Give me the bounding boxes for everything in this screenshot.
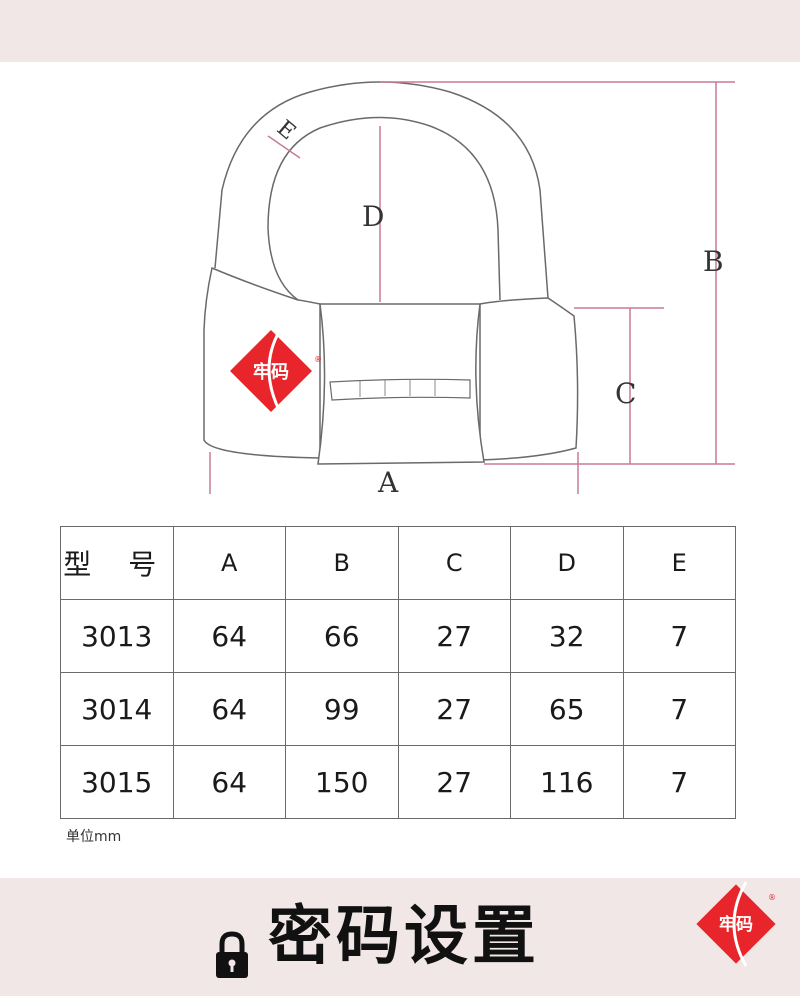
cell-d: 116: [510, 745, 624, 819]
spec-table: 型 号 A B C D E 3013 64 66 27 32 7 3014 64…: [60, 526, 736, 819]
cell-e: 7: [622, 599, 736, 673]
table-row: 3015 64 150 27 116 7: [60, 745, 736, 819]
header-a: A: [172, 526, 286, 600]
table-header-row: 型 号 A B C D E: [60, 526, 736, 600]
header-e: E: [622, 526, 736, 600]
shackle-outline: [214, 81, 549, 299]
unit-note: 单位mm: [66, 829, 122, 845]
cell-model: 3014: [60, 672, 174, 746]
dimension-lines: [209, 81, 735, 494]
right-body: [479, 297, 579, 461]
cell-c: 27: [397, 599, 511, 673]
svg-text:®: ®: [768, 893, 776, 902]
table-row: 3013 64 66 27 32 7: [60, 599, 736, 673]
cell-model: 3013: [60, 599, 174, 673]
cell-c: 27: [397, 745, 511, 819]
cell-c: 27: [397, 672, 511, 746]
svg-text:牢码: 牢码: [253, 361, 289, 383]
cell-a: 64: [172, 672, 286, 746]
cell-d: 32: [510, 599, 624, 673]
table-row: 3014 64 99 27 65 7: [60, 672, 736, 746]
header-model: 型 号: [60, 526, 174, 600]
cell-e: 7: [622, 672, 736, 746]
padlock-diagram: 牢码 ® B C D A E: [203, 81, 735, 499]
label-c: C: [615, 377, 636, 410]
page-title: 密码设置: [268, 900, 540, 974]
label-a: A: [377, 466, 399, 499]
svg-text:牢码: 牢码: [719, 914, 753, 935]
cell-d: 65: [510, 672, 624, 746]
bottom-band: [0, 878, 800, 996]
cell-a: 64: [172, 745, 286, 819]
cell-model: 3015: [60, 745, 174, 819]
brand-logo: 牢码 ®: [696, 881, 776, 967]
label-b: B: [703, 245, 724, 278]
cell-b: 66: [285, 599, 399, 673]
svg-text:®: ®: [314, 355, 322, 364]
cell-e: 7: [622, 745, 736, 819]
header-d: D: [510, 526, 624, 600]
label-d: D: [362, 200, 384, 233]
top-band: [0, 0, 800, 62]
dial-band: [329, 378, 471, 401]
cell-a: 64: [172, 599, 286, 673]
padlock-icon: [216, 931, 248, 978]
shackle-inner-outline: [267, 116, 501, 301]
header-c: C: [397, 526, 511, 600]
cell-b: 99: [285, 672, 399, 746]
header-b: B: [285, 526, 399, 600]
cell-b: 150: [285, 745, 399, 819]
